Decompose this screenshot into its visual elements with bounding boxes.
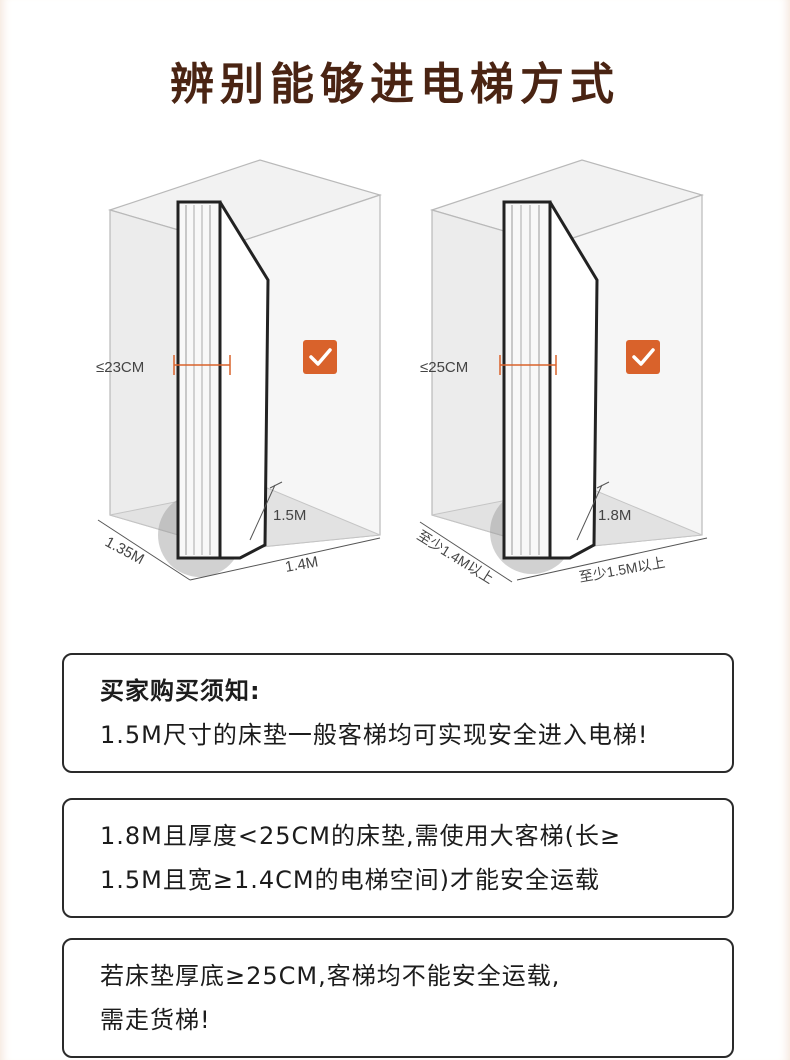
notice-box-2: 1.8M且厚度<25CM的床垫,需使用大客梯(长≥ 1.5M且宽≥1.4CM的电… [62, 798, 734, 918]
notice-line-1: 若床垫厚底≥25CM,客梯均不能安全运载, [100, 962, 561, 990]
notice-text: 1.5M尺寸的床垫一般客梯均可实现安全进入电梯! [100, 721, 649, 749]
depth-label: 1.35M [102, 534, 147, 569]
notice-box-3: 若床垫厚底≥25CM,客梯均不能安全运载, 需走货梯! [62, 938, 734, 1058]
notice-line-2: 1.5M且宽≥1.4CM的电梯空间)才能安全运载 [100, 866, 600, 894]
notice-line-1: 1.8M且厚度<25CM的床垫,需使用大客梯(长≥ [100, 822, 622, 850]
elevator-diagram-2: ≤25CM 1.8M 至少1.5M以上 至少1.4M以上 [412, 150, 722, 590]
width-label: 1.4M [284, 553, 320, 576]
notice-box-1: 买家购买须知: 1.5M尺寸的床垫一般客梯均可实现安全进入电梯! [62, 653, 734, 773]
height-label: 1.5M [273, 507, 306, 524]
thickness-label: ≤23CM [96, 359, 144, 376]
depth-label: 至少1.4M以上 [414, 527, 496, 587]
notice-line-2: 需走货梯! [100, 1006, 211, 1034]
thickness-label: ≤25CM [420, 359, 468, 376]
height-label: 1.8M [598, 507, 631, 524]
check-icon [626, 340, 660, 374]
width-label: 至少1.5M以上 [578, 554, 667, 585]
notice-heading: 买家购买须知: [100, 677, 261, 705]
page-title: 辨别能够进电梯方式 [170, 59, 620, 110]
elevator-diagram-1: ≤23CM 1.5M 1.4M 1.35M [90, 150, 400, 590]
check-icon [303, 340, 337, 374]
